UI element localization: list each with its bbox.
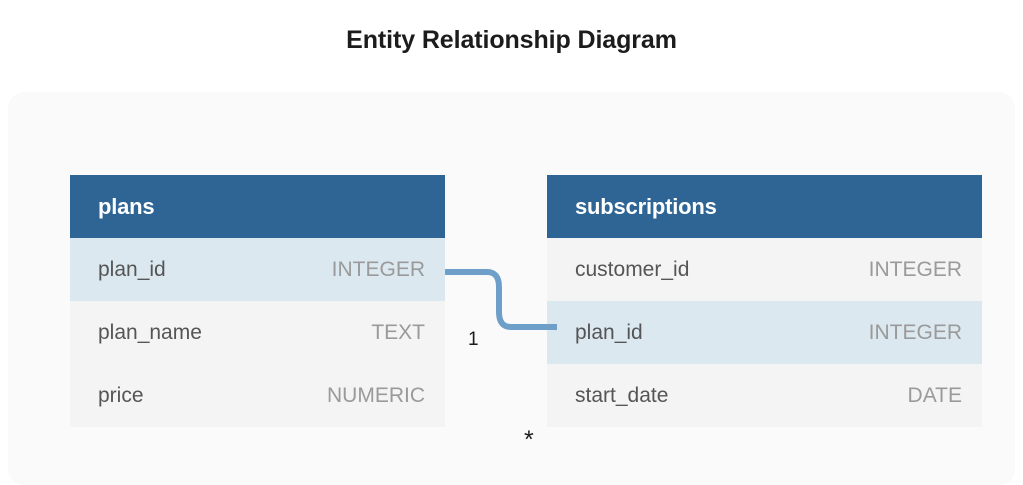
column-type: TEXT bbox=[371, 321, 425, 344]
entity-header-subscriptions: subscriptions bbox=[547, 175, 982, 238]
column-name: plan_name bbox=[98, 321, 202, 344]
cardinality-label-one: 1 bbox=[468, 329, 479, 350]
erd-canvas: plans plan_id INTEGER plan_name TEXT pri… bbox=[8, 92, 1015, 485]
column-name: customer_id bbox=[575, 258, 690, 281]
column-name: start_date bbox=[575, 384, 669, 407]
cardinality-label-many: * bbox=[524, 426, 534, 454]
entity-table-plans[interactable]: plans plan_id INTEGER plan_name TEXT pri… bbox=[70, 175, 445, 427]
column-name: price bbox=[98, 384, 144, 407]
entity-header-plans: plans bbox=[70, 175, 445, 238]
entity-row[interactable]: price NUMERIC bbox=[70, 364, 445, 427]
page-title: Entity Relationship Diagram bbox=[346, 26, 677, 54]
entity-row[interactable]: start_date DATE bbox=[547, 364, 982, 427]
column-type: NUMERIC bbox=[327, 384, 425, 407]
column-name: plan_id bbox=[98, 258, 166, 281]
column-name: plan_id bbox=[575, 321, 643, 344]
column-type: INTEGER bbox=[868, 258, 962, 281]
entity-row[interactable]: plan_id INTEGER bbox=[70, 238, 445, 301]
entity-row[interactable]: plan_id INTEGER bbox=[547, 301, 982, 364]
entity-row[interactable]: customer_id INTEGER bbox=[547, 238, 982, 301]
column-type: DATE bbox=[907, 384, 962, 407]
relationship-path bbox=[445, 269, 557, 330]
relationship-connector-line bbox=[445, 269, 557, 330]
column-type: INTEGER bbox=[868, 321, 962, 344]
entity-row[interactable]: plan_name TEXT bbox=[70, 301, 445, 364]
entity-table-subscriptions[interactable]: subscriptions customer_id INTEGER plan_i… bbox=[547, 175, 982, 427]
column-type: INTEGER bbox=[331, 258, 425, 281]
